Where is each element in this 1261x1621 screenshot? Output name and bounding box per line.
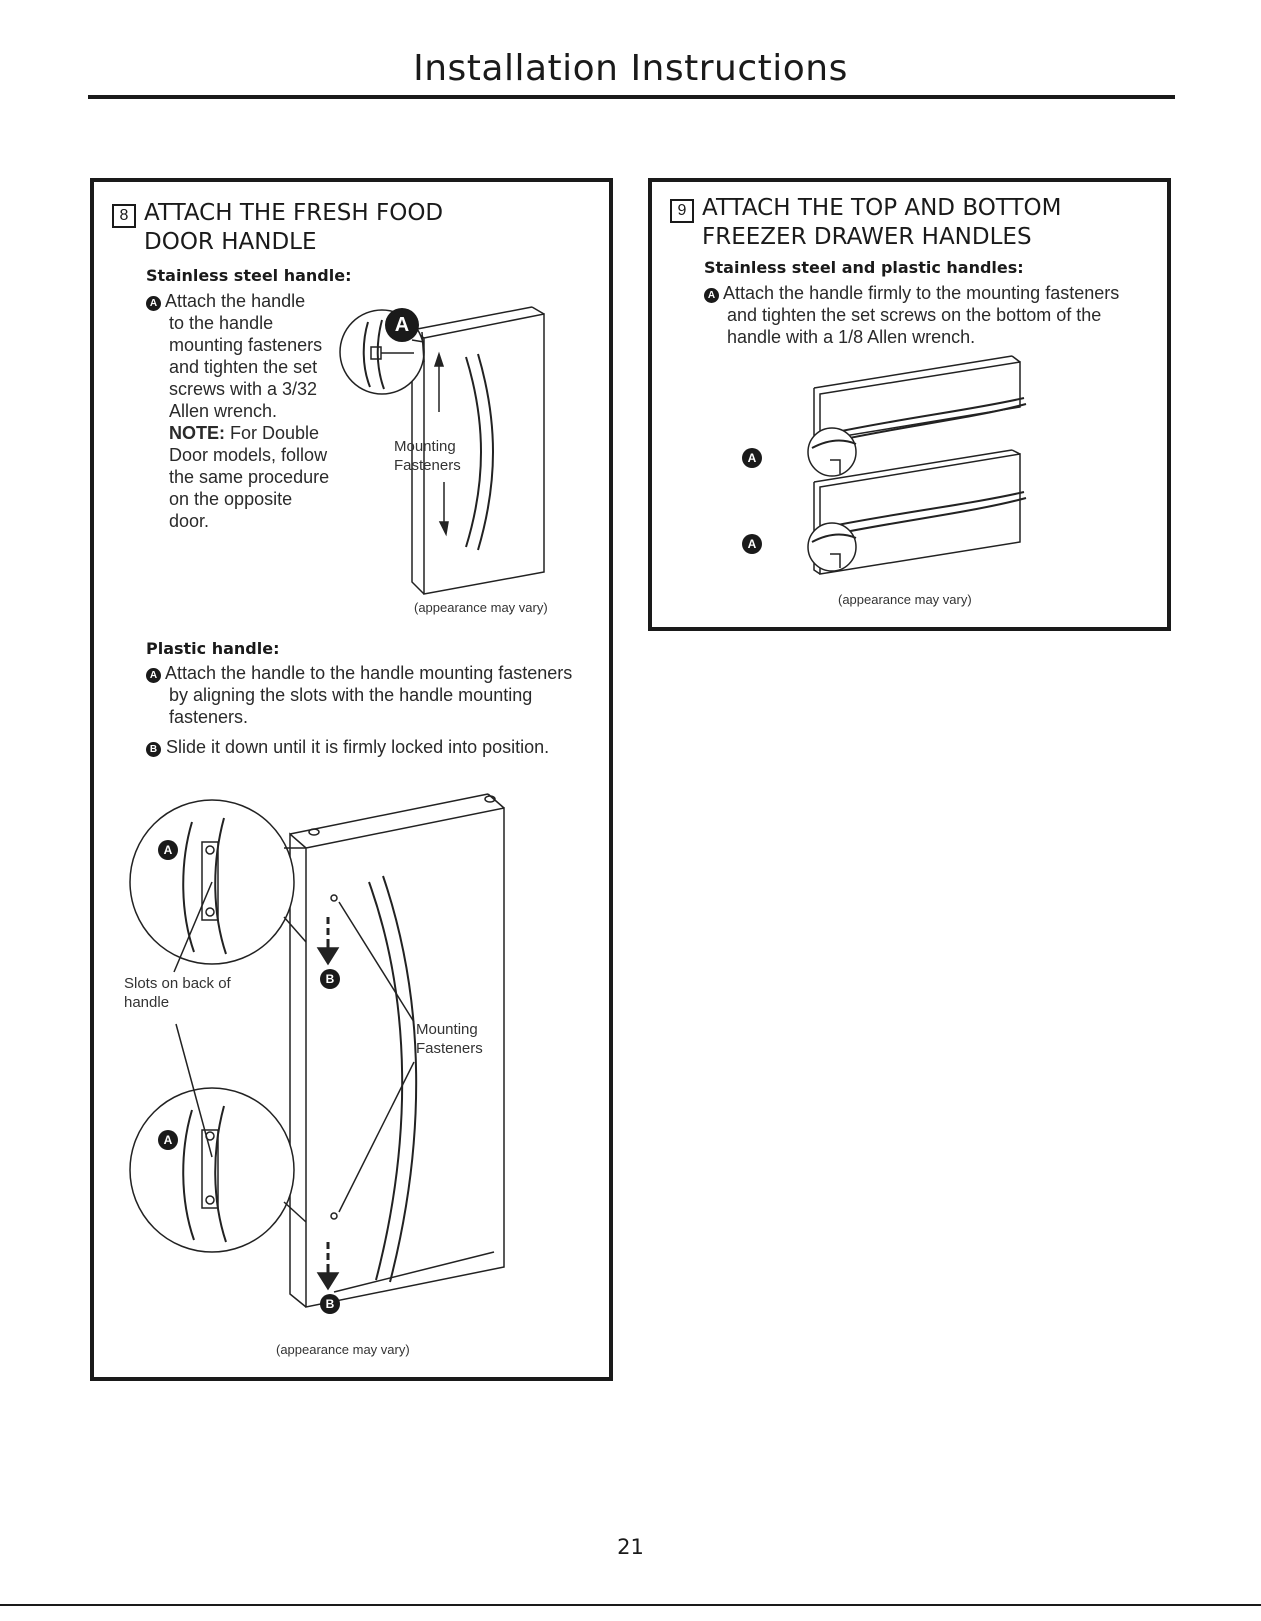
step-9-number-box: 9 (670, 199, 694, 223)
stainless-text-5: Allen wrench. (169, 401, 278, 421)
step-9-panel: 9 ATTACH THE TOP AND BOTTOM FREEZER DRAW… (648, 178, 1171, 631)
stainless-text-1: to the handle (169, 313, 274, 333)
step-8-heading-line1: ATTACH THE FRESH FOOD (144, 200, 444, 226)
step-a-badge: A (146, 296, 161, 311)
plastic-step-b-text: Slide it down until it is firmly locked … (166, 737, 550, 757)
drawer-handles-illustration (807, 355, 1027, 575)
plastic-fasteners-label: Mounting Fasteners (416, 1020, 483, 1058)
note-text-0: For Double (230, 423, 320, 443)
step-9-text-0: Attach the handle firmly to the mounting… (723, 283, 1120, 303)
page-number: 21 (617, 1535, 644, 1559)
step-9-heading-line1: ATTACH THE TOP AND BOTTOM (702, 195, 1062, 221)
plastic-caption: (appearance may vary) (276, 1342, 410, 1357)
plastic-fasteners-line2: Fasteners (416, 1040, 483, 1057)
slots-label: Slots on back of handle (124, 974, 231, 1012)
stainless-line-1: A Attach the handle (146, 290, 329, 312)
note-text-1: Door models, follow (169, 445, 328, 465)
stainless-door-illustration (339, 306, 545, 595)
stainless-caption: (appearance may vary) (414, 600, 548, 615)
plastic-fasteners-line1: Mounting (416, 1021, 478, 1038)
drawer-top-badge: A (742, 448, 762, 468)
step-9-number: 9 (677, 202, 687, 219)
step-9-text-2: handle with a 1/8 Allen wrench. (727, 327, 976, 347)
plastic-top-a-badge: A (158, 840, 178, 860)
bottom-rule (0, 1604, 1261, 1606)
plastic-subheading: Plastic handle: (146, 639, 280, 658)
stainless-callout-badge: A (385, 308, 419, 342)
plastic-step-a-line2: fasteners. (169, 707, 249, 727)
step-9-caption: (appearance may vary) (838, 592, 972, 607)
note-text-3: on the opposite (169, 489, 293, 509)
page-title: Installation Instructions (413, 48, 848, 89)
plastic-step-a: A Attach the handle to the handle mounti… (146, 662, 572, 684)
step-9-instructions: A Attach the handle firmly to the mounti… (704, 282, 1119, 348)
step-8-number: 8 (119, 207, 129, 224)
step-8-heading-line2: DOOR HANDLE (144, 229, 317, 255)
step-8-panel: 8 ATTACH THE FRESH FOOD DOOR HANDLE Stai… (90, 178, 613, 1381)
stainless-fasteners-line2: Fasteners (394, 457, 461, 474)
step-8-heading: ATTACH THE FRESH FOOD DOOR HANDLE (144, 199, 443, 257)
stainless-text-0: Attach the handle (165, 291, 306, 311)
plastic-instructions: A Attach the handle to the handle mounti… (146, 662, 572, 758)
step-9-line-0: A Attach the handle firmly to the mounti… (704, 282, 1119, 304)
step-9-badge: A (704, 288, 719, 303)
plastic-step-b: B Slide it down until it is firmly locke… (146, 736, 572, 758)
stainless-fasteners-line1: Mounting (394, 438, 456, 455)
step-9-heading-line2: FREEZER DRAWER HANDLES (702, 224, 1032, 250)
step-9-subheading: Stainless steel and plastic handles: (704, 258, 1024, 277)
step-9-heading: ATTACH THE TOP AND BOTTOM FREEZER DRAWER… (702, 194, 1061, 252)
slots-line1: Slots on back of (124, 975, 231, 992)
slots-line2: handle (124, 994, 170, 1011)
plastic-bottom-a-badge: A (158, 1130, 178, 1150)
drawer-bottom-badge: A (742, 534, 762, 554)
step-8-number-box: 8 (112, 204, 136, 228)
plastic-step-b-badge: B (146, 742, 161, 757)
stainless-text-4: screws with a 3/32 (169, 379, 318, 399)
stainless-subheading: Stainless steel handle: (146, 266, 352, 285)
title-rule (88, 95, 1175, 99)
plastic-top-b-badge: B (320, 969, 340, 989)
step-9-text-1: and tighten the set screws on the bottom… (727, 305, 1102, 325)
plastic-door-illustration (129, 793, 505, 1308)
note-text-4: door. (169, 511, 210, 531)
plastic-step-a-line0: Attach the handle to the handle mounting… (165, 663, 573, 683)
plastic-step-a-badge: A (146, 668, 161, 683)
plastic-bottom-b-badge: B (320, 1294, 340, 1314)
note-label: NOTE: (169, 423, 225, 443)
stainless-fasteners-label: Mounting Fasteners (394, 437, 461, 475)
stainless-text-3: and tighten the set (169, 357, 318, 377)
note-text-2: the same procedure (169, 467, 330, 487)
stainless-text-2: mounting fasteners (169, 335, 323, 355)
plastic-step-a-line1: by aligning the slots with the handle mo… (169, 685, 533, 705)
stainless-instructions: A Attach the handle to the handle mounti… (146, 290, 329, 532)
